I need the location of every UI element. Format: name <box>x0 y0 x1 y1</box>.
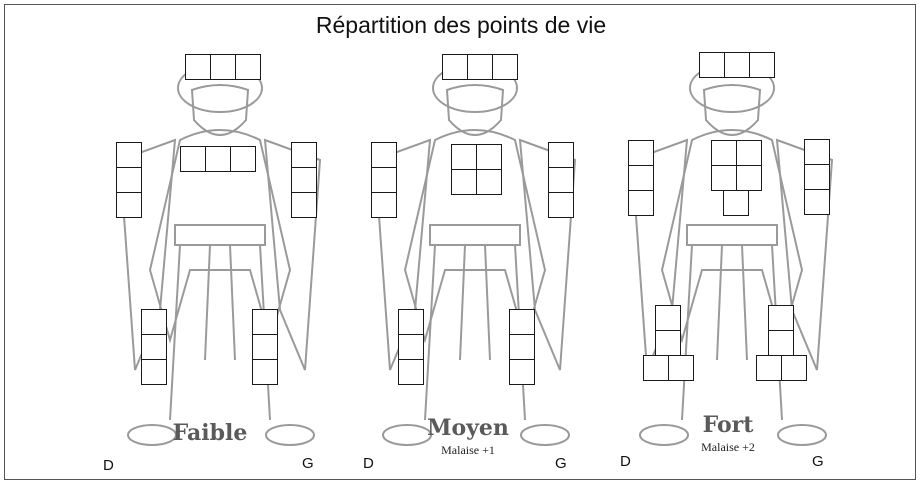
hp-box-left-leg[interactable] <box>509 334 535 360</box>
hp-box-right-leg[interactable] <box>141 334 167 360</box>
side-label-d: D <box>363 455 374 472</box>
hp-box-right-arm[interactable] <box>116 142 142 168</box>
pirate-illustration-moyen <box>373 63 577 446</box>
hp-box-head[interactable] <box>442 54 468 80</box>
hp-box-right-arm[interactable] <box>116 192 142 218</box>
hp-box-head[interactable] <box>699 52 725 78</box>
hp-box-head[interactable] <box>492 54 518 80</box>
hp-box-right-leg[interactable] <box>655 330 681 356</box>
hp-box-torso[interactable] <box>476 144 502 170</box>
hp-box-right-arm[interactable] <box>116 167 142 193</box>
side-label-d: D <box>103 457 114 474</box>
hp-box-torso[interactable] <box>451 144 477 170</box>
hp-box-left-leg[interactable] <box>781 355 807 381</box>
malaise-label-moyen: Malaise +1 <box>441 443 495 457</box>
pirate-illustration-fort <box>630 63 834 446</box>
level-label-faible: Faible <box>172 420 248 446</box>
hp-box-right-leg[interactable] <box>655 305 681 331</box>
hp-box-left-arm[interactable] <box>548 142 574 168</box>
hp-box-left-arm[interactable] <box>291 142 317 168</box>
malaise-label-fort: Malaise +2 <box>701 440 755 454</box>
hp-box-torso[interactable] <box>451 169 477 195</box>
hp-box-left-leg[interactable] <box>252 359 278 385</box>
diagram-frame <box>4 4 916 480</box>
level-label-moyen: Moyen <box>427 415 509 441</box>
hp-box-right-arm[interactable] <box>371 167 397 193</box>
hp-box-right-leg[interactable] <box>643 355 669 381</box>
hp-box-right-leg[interactable] <box>398 334 424 360</box>
hp-box-torso[interactable] <box>205 146 231 172</box>
diagram-title: Répartition des points de vie <box>315 12 607 38</box>
hp-box-left-arm[interactable] <box>804 139 830 165</box>
hp-box-right-leg[interactable] <box>141 359 167 385</box>
hp-box-right-leg[interactable] <box>141 309 167 335</box>
hp-box-head[interactable] <box>749 52 775 78</box>
hp-box-right-leg[interactable] <box>398 309 424 335</box>
level-label-fort: Fort <box>702 412 754 438</box>
hp-box-torso[interactable] <box>476 169 502 195</box>
hp-box-left-leg[interactable] <box>509 359 535 385</box>
hp-box-torso[interactable] <box>736 165 762 191</box>
hp-box-left-arm[interactable] <box>804 164 830 190</box>
hp-box-head[interactable] <box>724 52 750 78</box>
side-label-d: D <box>620 453 631 470</box>
hp-box-right-leg[interactable] <box>398 359 424 385</box>
hp-box-right-arm[interactable] <box>371 142 397 168</box>
side-label-g: G <box>812 453 824 470</box>
hp-box-left-arm[interactable] <box>548 192 574 218</box>
hp-box-left-leg[interactable] <box>768 305 794 331</box>
hp-box-right-arm[interactable] <box>628 190 654 216</box>
hp-box-torso[interactable] <box>711 140 737 166</box>
side-label-g: G <box>302 455 314 472</box>
hp-box-torso[interactable] <box>230 146 256 172</box>
hp-box-left-leg[interactable] <box>252 334 278 360</box>
hp-box-right-arm[interactable] <box>628 165 654 191</box>
hp-box-left-arm[interactable] <box>548 167 574 193</box>
hp-box-left-arm[interactable] <box>291 192 317 218</box>
hp-box-left-leg[interactable] <box>509 309 535 335</box>
hp-box-left-leg[interactable] <box>756 355 782 381</box>
hp-box-head[interactable] <box>210 54 236 80</box>
hp-box-right-arm[interactable] <box>628 140 654 166</box>
hp-box-right-leg[interactable] <box>668 355 694 381</box>
hp-box-left-arm[interactable] <box>804 189 830 215</box>
hp-box-left-leg[interactable] <box>768 330 794 356</box>
hp-box-torso[interactable] <box>180 146 206 172</box>
hp-box-left-leg[interactable] <box>252 309 278 335</box>
hp-box-torso[interactable] <box>723 190 749 216</box>
hp-box-torso[interactable] <box>711 165 737 191</box>
hp-box-torso[interactable] <box>736 140 762 166</box>
hp-box-left-arm[interactable] <box>291 167 317 193</box>
hp-box-head[interactable] <box>185 54 211 80</box>
pirate-illustration-faible <box>118 63 322 446</box>
hp-box-head[interactable] <box>467 54 493 80</box>
hp-box-head[interactable] <box>235 54 261 80</box>
side-label-g: G <box>555 455 567 472</box>
hp-box-right-arm[interactable] <box>371 192 397 218</box>
